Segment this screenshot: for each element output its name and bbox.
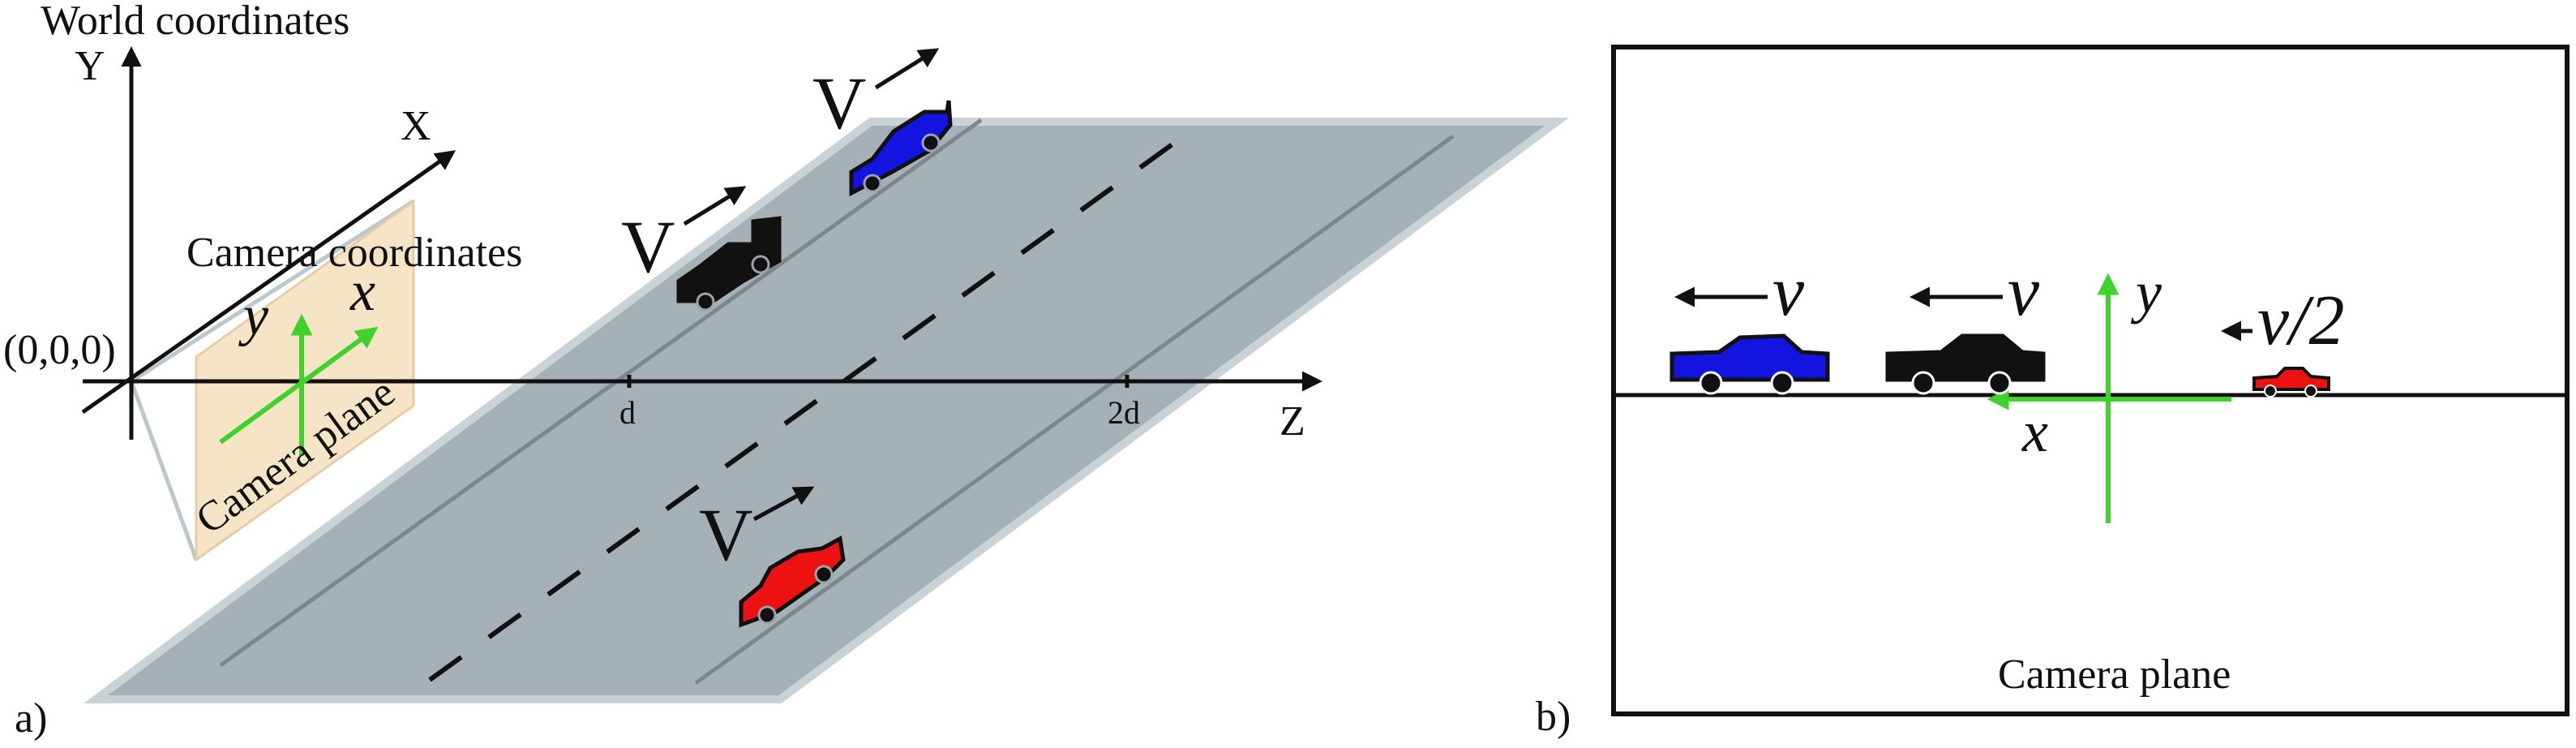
image-y-label: y: [2130, 260, 2162, 325]
black-velocity-label: v: [2008, 252, 2040, 331]
red-velocity-label: v/2: [2257, 282, 2345, 360]
blue-velocity-label: v: [1772, 252, 1805, 331]
camera-coordinates-label: Camera coordinates: [186, 230, 522, 276]
camera-x-axis: [219, 326, 379, 445]
red-car-velocity-label: V: [699, 493, 752, 576]
car-black-icon: [676, 216, 782, 312]
origin-label: (0,0,0): [3, 327, 116, 373]
world-x-axis: [81, 150, 456, 415]
world-x-label: X: [401, 103, 431, 149]
tick-d-label: d: [619, 394, 636, 431]
world-coordinates-title: World coordinates: [41, 0, 349, 44]
world-y-label: Y: [75, 43, 105, 89]
panel-b: y x v v v/2 Camera plane b): [1536, 45, 2570, 740]
center-dashed-line: [428, 129, 1192, 682]
red-car-velocity-arrow: [752, 486, 815, 522]
lane-line-left: [219, 118, 983, 668]
car-red-icon: [739, 535, 846, 628]
camera-x-label: x: [349, 260, 375, 323]
panel-b-label: b): [1536, 694, 1571, 740]
camera-y-label: y: [238, 285, 269, 347]
road: [83, 118, 1570, 703]
black-car-velocity-label: V: [621, 205, 675, 288]
panel-a: World coordinates Y X Z (0,0,0) Camera c…: [3, 0, 1570, 742]
image-x-label: x: [2021, 399, 2048, 464]
car-black-side-icon: [1885, 333, 2046, 395]
black-car-velocity-arrow: [683, 186, 747, 226]
car-blue-icon: [849, 100, 953, 197]
car-red-side-icon: [2252, 367, 2330, 398]
camera-plane-title: Camera plane: [1998, 651, 2231, 698]
world-z-label: Z: [1279, 398, 1305, 445]
panel-a-label: a): [15, 695, 47, 742]
blue-car-velocity-label: V: [812, 62, 866, 144]
lane-line-right: [694, 134, 1455, 686]
blue-car-velocity-arrow: [874, 48, 940, 90]
tick-2d-label: 2d: [1108, 394, 1140, 431]
car-blue-side-icon: [1669, 333, 1830, 395]
